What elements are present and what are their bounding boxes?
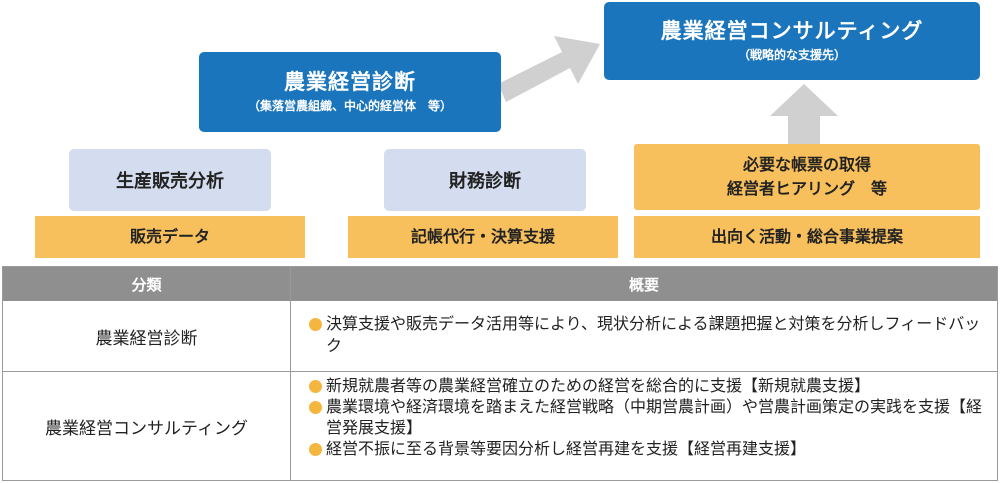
list-item: 農業環境や経済環境を踏まえた経営戦略（中期営農計画）や営農計画策定の実践を支援【… <box>309 396 987 438</box>
outreach-box: 出向く活動・総合事業提案 <box>634 216 980 258</box>
diagnosis-title: 農業経営診断 <box>284 70 416 94</box>
bullet-text: 新規就農者等の農業経営確立のための経営を総合的に支援【新規就農支援】 <box>326 376 871 395</box>
bullet-icon <box>309 318 322 331</box>
row-category: 農業経営診断 <box>95 328 198 349</box>
consulting-box: 農業経営コンサルティング （戦略的な支援先） <box>604 2 980 80</box>
diagnosis-box: 農業経営診断 （集落営農組織、中心的経営体 等） <box>199 52 501 132</box>
up-arrow <box>768 82 840 146</box>
bullet-icon <box>309 401 322 414</box>
bullet-icon <box>309 380 322 393</box>
list-item: 新規就農者等の農業経営確立のための経営を総合的に支援【新規就農支援】 <box>309 375 987 396</box>
sales-data-box: 販売データ <box>35 216 305 258</box>
consulting-subtitle: （戦略的な支援先） <box>737 48 846 62</box>
column-divider <box>290 267 291 480</box>
list-item: 決算支援や販売データ活用等により、現状分析による課題把握と対策を分析しフィードバ… <box>309 313 987 357</box>
row-category: 農業経営コンサルティング <box>45 418 248 439</box>
documents-line: 必要な帳票の取得 <box>742 155 871 174</box>
row-description: 新規就農者等の農業経営確立のための経営を総合的に支援【新規就農支援】 農業環境や… <box>291 372 997 480</box>
consulting-title: 農業経営コンサルティング <box>660 19 924 43</box>
bullet-text: 農業環境や経済環境を踏まえた経営戦略（中期営農計画）や営農計画策定の実践を支援【… <box>326 397 983 437</box>
bookkeeping-box: 記帳代行・決算支援 <box>348 216 618 258</box>
bullet-icon <box>309 443 322 456</box>
list-item: 経営不振に至る背景等要因分析し経営再建を支援【経営再建支援】 <box>309 438 987 459</box>
diagnosis-subtitle: （集落営農組織、中心的経営体 等） <box>247 99 452 113</box>
table-row: 農業経営診断 決算支援や販売データ活用等により、現状分析による課題把握と対策を分… <box>3 301 997 371</box>
financial-diagnosis-box: 財務診断 <box>384 149 586 211</box>
table-header-summary: 概要 <box>291 267 997 301</box>
row-description: 決算支援や販売データ活用等により、現状分析による課題把握と対策を分析しフィードバ… <box>291 301 997 371</box>
interview-line: 経営者ヒアリング 等 <box>726 179 887 198</box>
bullet-text: 決算支援や販売データ活用等により、現状分析による課題把握と対策を分析しフィードバ… <box>326 314 981 355</box>
table-header-category: 分類 <box>3 267 290 301</box>
documents-interview-box: 必要な帳票の取得 経営者ヒアリング 等 <box>634 144 980 210</box>
bullet-text: 経営不振に至る背景等要因分析し経営再建を支援【経営再建支援】 <box>326 439 807 458</box>
table-row: 農業経営コンサルティング 新規就農者等の農業経営確立のための経営を総合的に支援【… <box>3 372 997 480</box>
summary-table: 分類 概要 農業経営診断 決算支援や販売データ活用等により、現状分析による課題把… <box>2 266 998 481</box>
production-sales-analysis-box: 生産販売分析 <box>69 149 271 211</box>
diagonal-arrow <box>490 22 610 112</box>
row-divider <box>3 371 997 372</box>
